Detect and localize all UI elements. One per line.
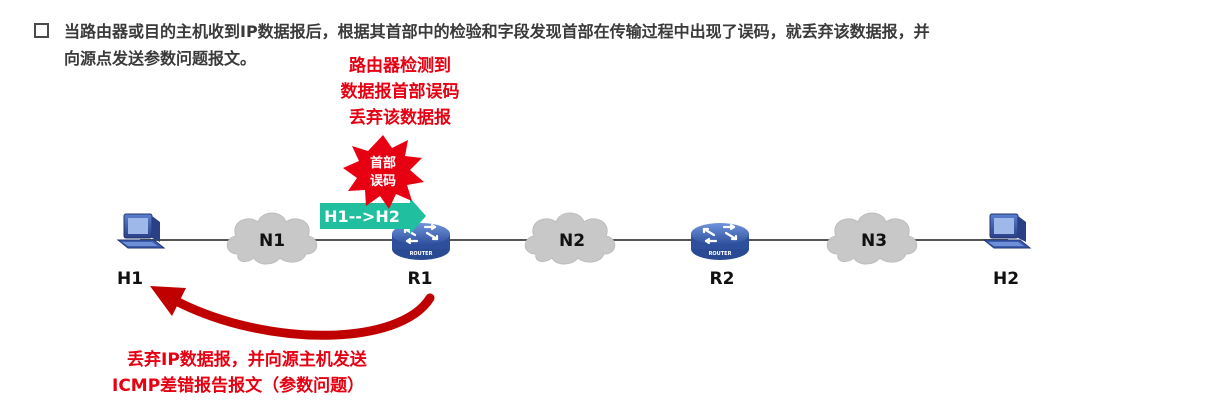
router-note-line-3: 丢弃该数据报 [349,108,451,128]
node-label-r2: R2 [710,269,735,289]
packet-label: H1-->H2 [324,207,400,226]
packet-arrow [320,198,426,234]
return-arrow [150,286,435,340]
network-label-n2: N2 [559,231,585,251]
checkbox-icon [34,23,49,38]
intro-line-2: 向源点发送参数问题报文。 [64,49,257,68]
burst-label-line-1: 首部 [370,155,396,171]
host-h1-icon [117,213,165,249]
bottom-note: 丢弃IP数据报，并向源主机发送 ICMP差错报告报文（参数问题） [112,347,367,399]
network-label-n1: N1 [259,231,285,251]
router-note: 路由器检测到 数据报首部误码 丢弃该数据报 [318,53,482,131]
bottom-note-line-1: 丢弃IP数据报，并向源主机发送 [127,350,367,370]
router-note-line-2: 数据报首部误码 [340,82,460,102]
host-h2-icon [983,213,1031,249]
burst-label-line-2: 误码 [370,174,396,189]
error-burst-icon [343,135,424,209]
router-r2-icon [689,221,751,262]
intro-line-1: 当路由器或目的主机收到IP数据报后，根据其首部中的检验和字段发现首部在传输过程中… [64,22,930,41]
node-label-h2: H2 [993,269,1019,289]
network-label-n3: N3 [861,231,887,251]
node-label-h1: H1 [117,269,143,289]
router-note-line-1: 路由器检测到 [349,56,451,76]
node-label-r1: R1 [408,269,433,289]
bottom-note-line-2: ICMP差错报告报文（参数问题） [112,376,365,396]
